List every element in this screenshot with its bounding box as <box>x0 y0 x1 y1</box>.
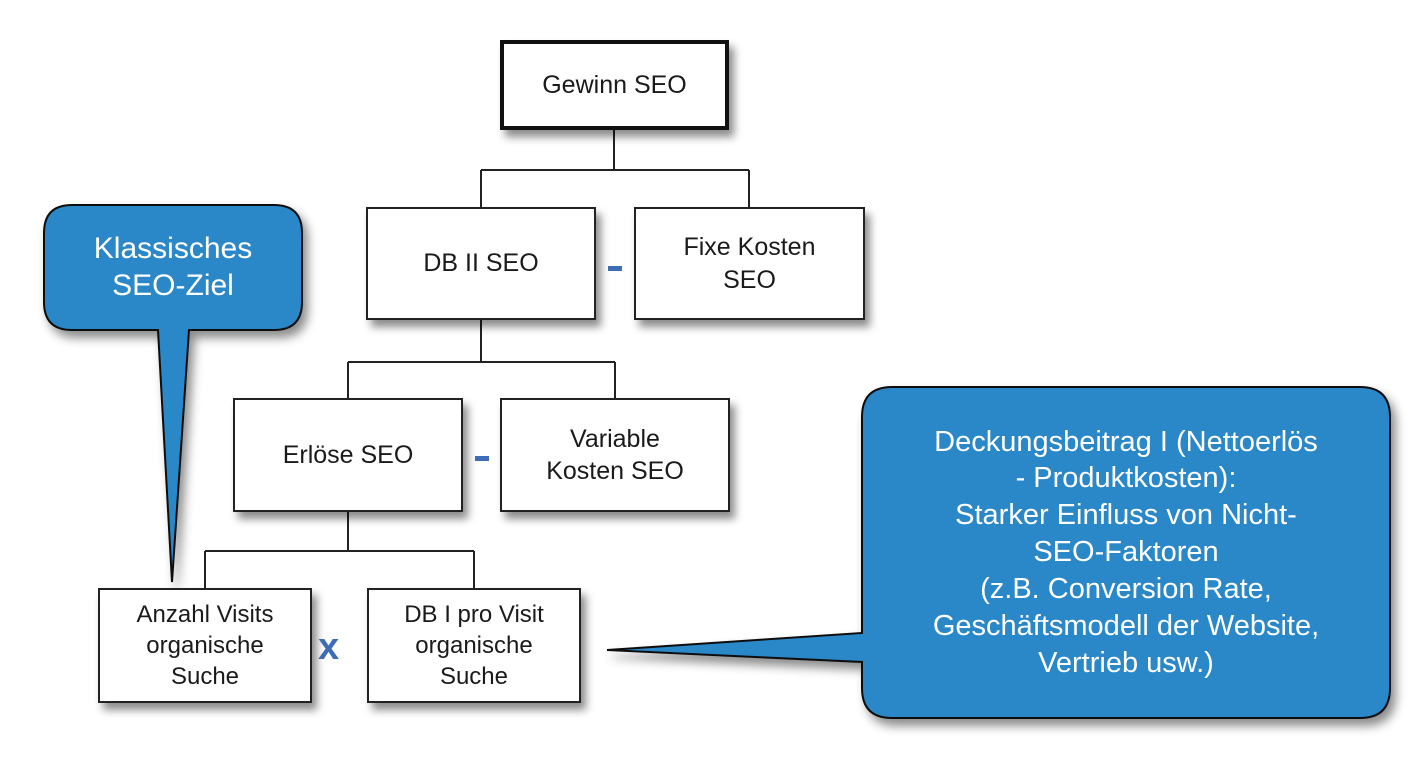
connector-erloese <box>204 512 475 588</box>
node-erloese-seo: Erlöse SEO <box>233 398 463 512</box>
node-db2-seo: DB II SEO <box>366 207 596 320</box>
callout-left-text: Klassisches SEO-Ziel <box>93 231 253 302</box>
node-anzahl-visits: Anzahl Visits organische Suche <box>98 588 312 703</box>
times-operator: x <box>318 626 340 668</box>
node-variable-kosten-seo: Variable Kosten SEO <box>500 398 730 512</box>
callout-right-shape <box>606 386 1391 719</box>
node-db1-pro-visit: DB I pro Visit organische Suche <box>367 588 581 703</box>
minus-operator-erloese <box>475 456 489 461</box>
connector-db2 <box>347 320 616 398</box>
node-gewinn-seo: Gewinn SEO <box>500 40 729 130</box>
node-fixe-kosten-seo: Fixe Kosten SEO <box>634 207 865 320</box>
minus-operator-db2 <box>608 266 622 271</box>
callout-left-shape <box>43 204 303 583</box>
callout-right-text: Deckungsbeitrag I (Nettoerlös - Produktk… <box>932 425 1320 679</box>
connector-gewinn <box>480 130 750 207</box>
